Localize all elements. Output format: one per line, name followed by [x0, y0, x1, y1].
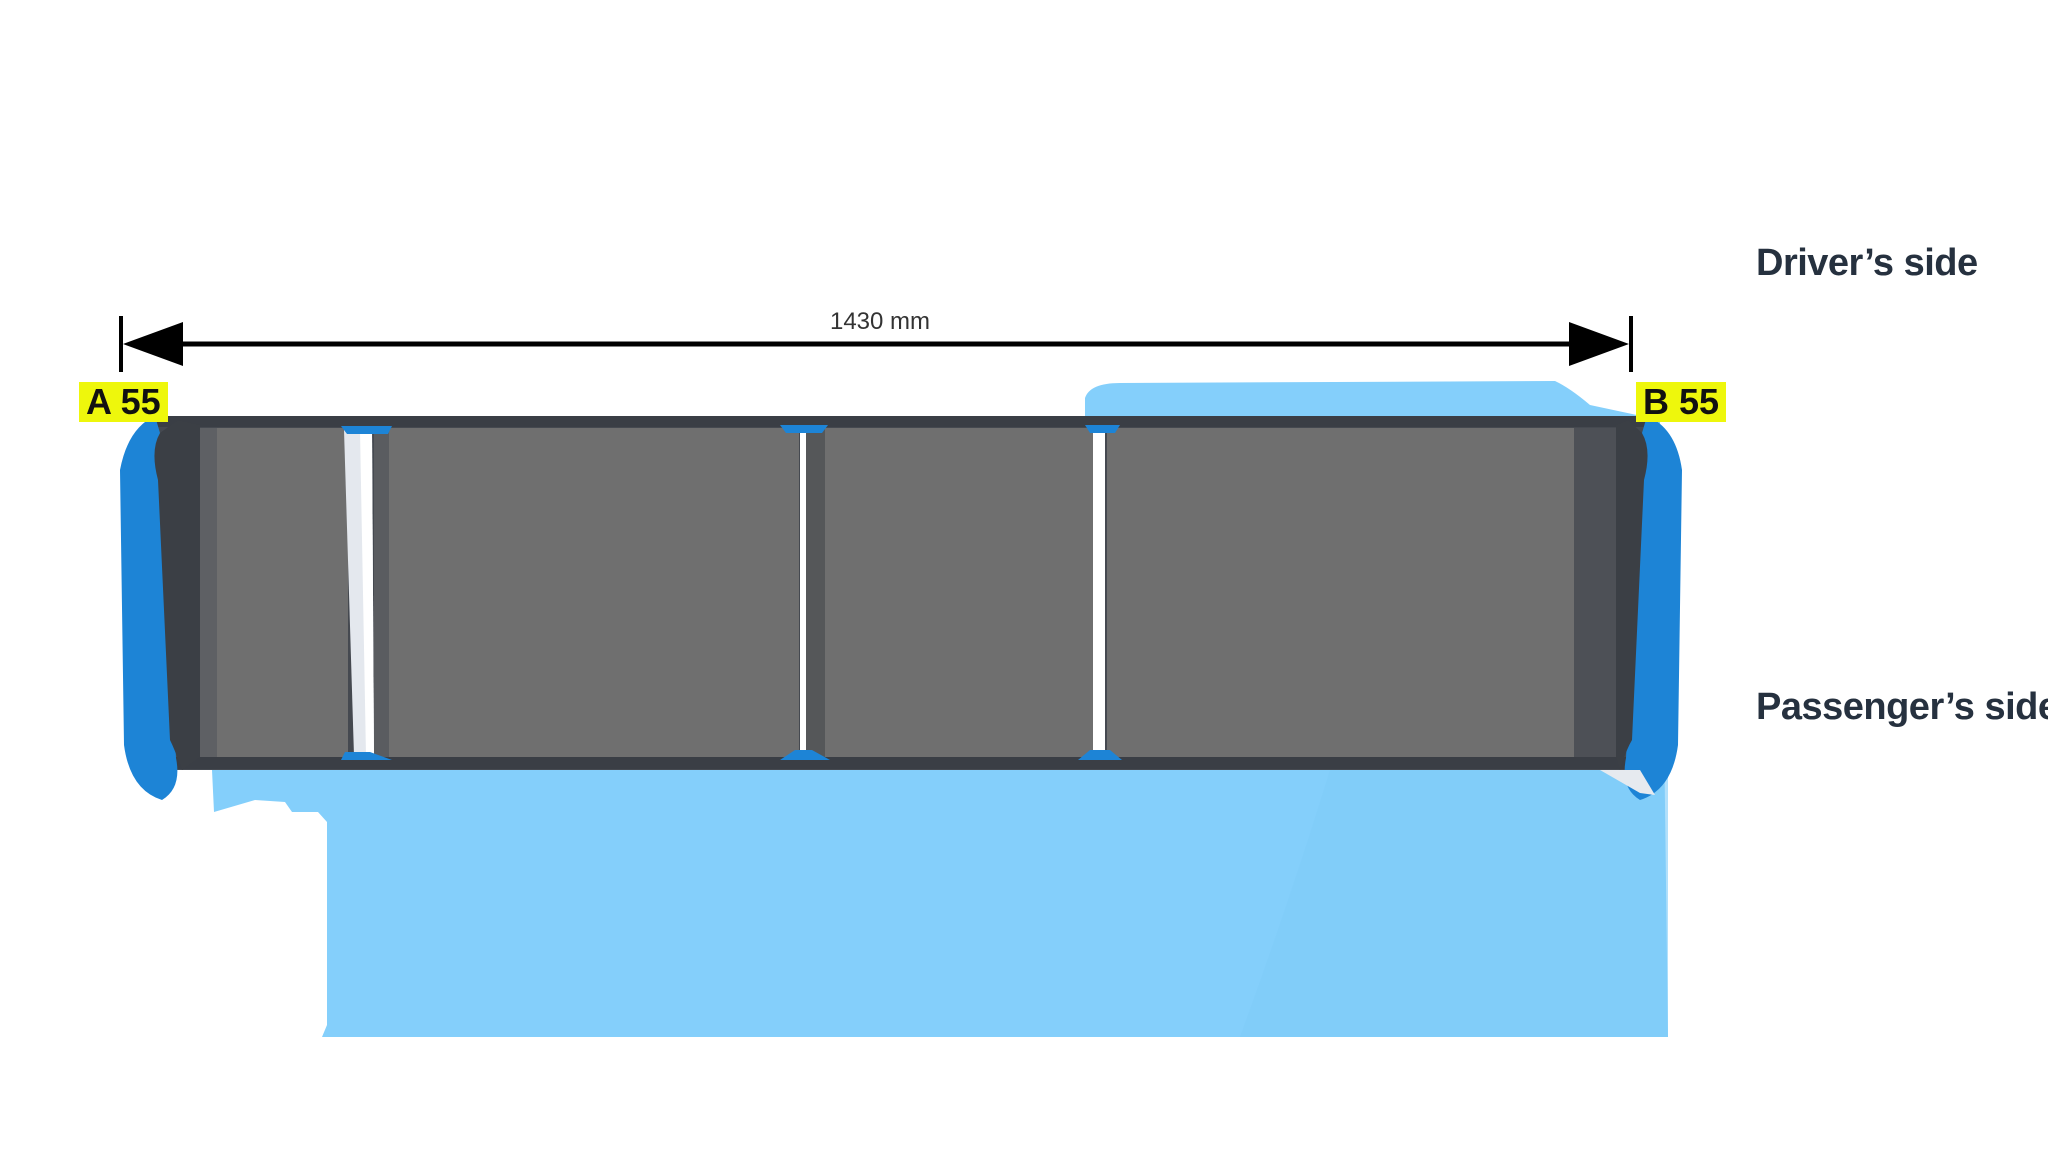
separator-1-shade [360, 430, 374, 756]
panel-2 [389, 428, 799, 757]
separator-2 [800, 428, 806, 757]
right-light-streak [1600, 770, 1655, 795]
panel-3 [825, 428, 1093, 757]
wing-top-edge [155, 416, 1647, 427]
separator-1-frame [374, 428, 389, 757]
body-shadow [1240, 770, 1668, 1037]
dimension-arrow-right [1569, 322, 1629, 366]
wing-bottom-edge [155, 757, 1647, 769]
separator-3 [1093, 432, 1105, 757]
panel-4 [1107, 428, 1574, 757]
endplate-tag-right: B 55 [1636, 382, 1727, 422]
clip-top-1 [341, 426, 392, 434]
drivers-side-label: Driver’s side [1756, 242, 1978, 284]
passengers-side-label: Passenger’s side [1756, 686, 2048, 728]
clip-top-3 [1085, 425, 1120, 433]
separator-2-frame [806, 428, 825, 757]
endplate-tag-left: A 55 [79, 382, 168, 422]
dimension-arrow-left [123, 322, 183, 366]
panel-1 [217, 428, 348, 757]
clip-bottom-2 [780, 750, 830, 760]
clip-top-2 [780, 425, 828, 433]
left-endplate-inner [154, 420, 200, 770]
dimension-label: 1430 mm [829, 308, 931, 335]
right-endplate-inner [1616, 420, 1648, 770]
clip-bottom-3 [1078, 750, 1122, 760]
clip-bottom-1 [341, 752, 392, 760]
panel-left-strip [200, 428, 217, 757]
panel-right-strip [1574, 428, 1616, 757]
